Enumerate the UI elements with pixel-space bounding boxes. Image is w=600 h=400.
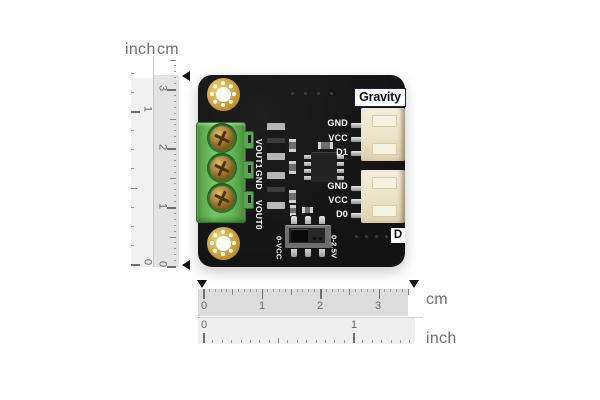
pad-dot	[385, 235, 388, 238]
smd-passive	[289, 139, 296, 152]
digital-corner-label: D	[391, 228, 405, 243]
ic-pin	[304, 176, 311, 180]
smd-passive	[289, 190, 296, 203]
board-bottom-marker-icon	[182, 260, 190, 270]
terminal-wire-slot	[244, 131, 254, 149]
diode-component	[267, 172, 285, 209]
ic-pin	[337, 169, 344, 173]
vertical-ruler-inch-strip	[131, 78, 153, 267]
hruler-cm-number: 2	[316, 300, 324, 312]
switch-hole	[313, 237, 316, 240]
vertical-ruler-inch-unit-label: inch	[125, 41, 156, 58]
board-right-marker-icon	[409, 280, 419, 288]
vruler-cm-number: 0	[156, 260, 169, 268]
soic8-chip	[311, 152, 337, 182]
horizontal-ruler-divider	[198, 316, 423, 318]
ic-pin	[337, 162, 344, 166]
mounting-hole-icon	[206, 77, 240, 111]
pin-label-gnd: GND	[327, 181, 348, 191]
vruler-cm-number: 3	[156, 84, 169, 92]
vruler-inch-number: 0	[141, 258, 154, 266]
pin-label-vcc: VCC	[328, 195, 348, 205]
vruler-cm-number: 1	[156, 202, 169, 210]
terminal-wire-slot	[244, 191, 254, 209]
terminal-screw	[207, 183, 237, 213]
ic-pin	[337, 176, 344, 180]
board-top-marker-icon	[182, 71, 190, 81]
ic-pin	[304, 162, 311, 166]
pad-dot	[304, 92, 307, 95]
hole-center	[215, 86, 231, 102]
pad-dot	[375, 235, 378, 238]
gravity-brand-label: Gravity	[354, 88, 406, 107]
terminal-screw	[207, 153, 237, 183]
terminal-wire-slot	[244, 161, 254, 179]
smd-passive	[318, 142, 333, 149]
pin-label-d0: D0	[336, 209, 348, 219]
ic-pin	[304, 155, 311, 159]
hruler-cm-number: 1	[258, 300, 266, 312]
smd-passive	[302, 207, 313, 213]
hruler-cm-number: 0	[200, 300, 208, 312]
vruler-cm-number: 2	[156, 143, 169, 151]
horizontal-ruler-cm-unit-label: cm	[426, 291, 448, 308]
smd-passive	[289, 161, 296, 174]
pad-dot	[317, 92, 320, 95]
vertical-ruler-cm-unit-label: cm	[157, 41, 179, 58]
vertical-ruler-divider	[153, 56, 154, 267]
pin-label-d1: D1	[336, 147, 348, 157]
mounting-hole-icon	[206, 226, 240, 260]
horizontal-ruler-inch-strip	[198, 318, 415, 344]
pad-dot	[365, 235, 368, 238]
switch-hole	[319, 237, 322, 240]
hruler-cm-number: 3	[374, 300, 382, 312]
pad-dot	[291, 92, 294, 95]
hruler-inch-number: 1	[350, 319, 358, 331]
diode-component	[267, 123, 285, 160]
vruler-inch-number: 1	[141, 105, 154, 113]
pad-dot	[330, 92, 333, 95]
horizontal-ruler-inch-unit-label: inch	[426, 330, 457, 347]
terminal-screw	[207, 123, 237, 153]
board-left-marker-icon	[197, 280, 207, 288]
hruler-inch-number: 0	[200, 319, 208, 331]
pad-dot	[355, 235, 358, 238]
smd-passive	[290, 205, 296, 216]
ic-pin	[337, 155, 344, 159]
hole-center	[215, 235, 231, 251]
ic-pin	[304, 169, 311, 173]
switch-knob	[291, 229, 308, 242]
pin-label-gnd: GND	[327, 118, 348, 128]
jst-connector-top	[361, 108, 405, 161]
pin-label-vcc: VCC	[328, 132, 348, 143]
jst-connector-bottom	[361, 170, 405, 223]
